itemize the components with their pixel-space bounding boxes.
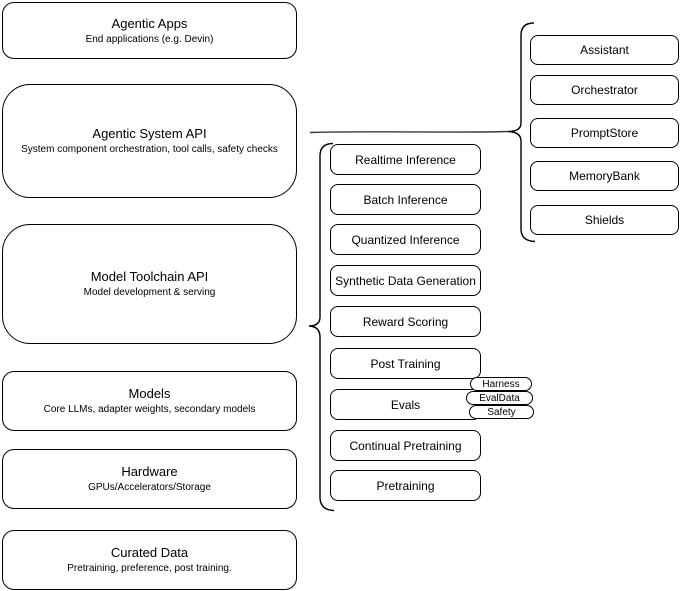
node-batch-inference: Batch Inference	[330, 184, 481, 215]
node-assistant: Assistant	[530, 35, 679, 65]
tag-harness: Harness	[470, 377, 532, 391]
node-realtime-inference: Realtime Inference	[330, 144, 481, 175]
components-brace	[507, 22, 536, 243]
api-to-components-connector	[309, 130, 509, 134]
node-quantized-inference: Quantized Inference	[330, 224, 481, 255]
tag-safety: Safety	[469, 405, 534, 419]
node-title: Curated Data	[110, 545, 189, 560]
node-models: Models Core LLMs, adapter weights, secon…	[2, 371, 297, 431]
node-subtitle: Core LLMs, adapter weights, secondary mo…	[43, 404, 256, 415]
node-shields: Shields	[530, 205, 679, 235]
node-title: Models	[128, 386, 171, 401]
node-hardware: Hardware GPUs/Accelerators/Storage	[2, 449, 297, 509]
node-synthetic-data-generation: Synthetic Data Generation	[330, 265, 481, 296]
node-reward-scoring: Reward Scoring	[330, 306, 481, 337]
node-subtitle: System component orchestration, tool cal…	[21, 144, 278, 155]
node-curated-data: Curated Data Pretraining, preference, po…	[2, 530, 297, 590]
node-memorybank: MemoryBank	[530, 161, 679, 191]
node-agentic-apps: Agentic Apps End applications (e.g. Devi…	[2, 2, 297, 59]
node-pretraining: Pretraining	[330, 470, 481, 501]
node-evals: Evals	[330, 389, 481, 420]
node-title: Agentic Apps	[111, 15, 188, 31]
node-agentic-system-api: Agentic System API System component orch…	[2, 84, 297, 198]
node-title: Hardware	[121, 464, 178, 479]
node-title: Agentic System API	[92, 126, 207, 141]
node-subtitle: End applications (e.g. Devin)	[85, 33, 214, 45]
node-subtitle: Model development & serving	[83, 287, 216, 298]
node-title: Model Toolchain API	[90, 269, 209, 284]
node-promptstore: PromptStore	[530, 118, 679, 148]
node-subtitle: Pretraining, preference, post training.	[67, 563, 232, 574]
node-continual-pretraining: Continual Pretraining	[330, 430, 481, 461]
node-orchestrator: Orchestrator	[530, 75, 679, 105]
toolchain-brace	[308, 142, 335, 512]
node-model-toolchain-api: Model Toolchain API Model development & …	[2, 224, 297, 344]
tag-evaldata: EvalData	[466, 391, 533, 405]
node-post-training: Post Training	[330, 348, 481, 379]
node-subtitle: GPUs/Accelerators/Storage	[88, 482, 211, 493]
